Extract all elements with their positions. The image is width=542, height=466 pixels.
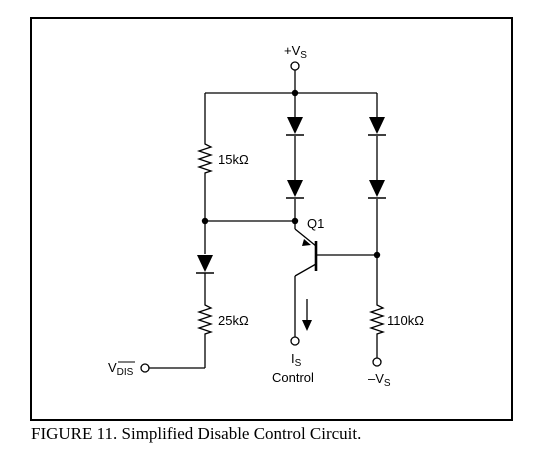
label-control: Control bbox=[272, 370, 314, 385]
label-r-15k: 15kΩ bbox=[218, 152, 249, 167]
figure-frame bbox=[30, 17, 513, 421]
label-r-25k: 25kΩ bbox=[218, 313, 249, 328]
diode-right-1 bbox=[368, 117, 386, 136]
current-arrow bbox=[302, 320, 312, 331]
transistor-q1 bbox=[294, 228, 318, 277]
terminal-vs-neg bbox=[372, 357, 382, 367]
terminal-vdis bbox=[140, 363, 150, 373]
label-vdis: VDIS bbox=[108, 360, 134, 378]
label-is: IS bbox=[291, 351, 302, 369]
diode-left bbox=[196, 255, 214, 274]
resistor-25k bbox=[196, 301, 214, 337]
transistor-emitter-arrow bbox=[302, 239, 311, 246]
resistor-15k bbox=[196, 140, 214, 176]
diode-middle-2 bbox=[286, 180, 304, 199]
label-r-110k: 110kΩ bbox=[387, 313, 424, 328]
terminal-is-control bbox=[290, 336, 300, 346]
terminal-vs-pos bbox=[290, 61, 300, 71]
label-vs-neg: –VS bbox=[368, 371, 391, 389]
diode-right-2 bbox=[368, 180, 386, 199]
label-vs-pos: +VS bbox=[284, 43, 307, 61]
resistor-110k bbox=[368, 301, 386, 337]
figure-caption: FIGURE 11. Simplified Disable Control Ci… bbox=[31, 424, 362, 443]
diode-middle-1 bbox=[286, 117, 304, 136]
junction-dots bbox=[201, 89, 381, 259]
label-q1: Q1 bbox=[307, 216, 324, 231]
wiring bbox=[149, 70, 378, 369]
